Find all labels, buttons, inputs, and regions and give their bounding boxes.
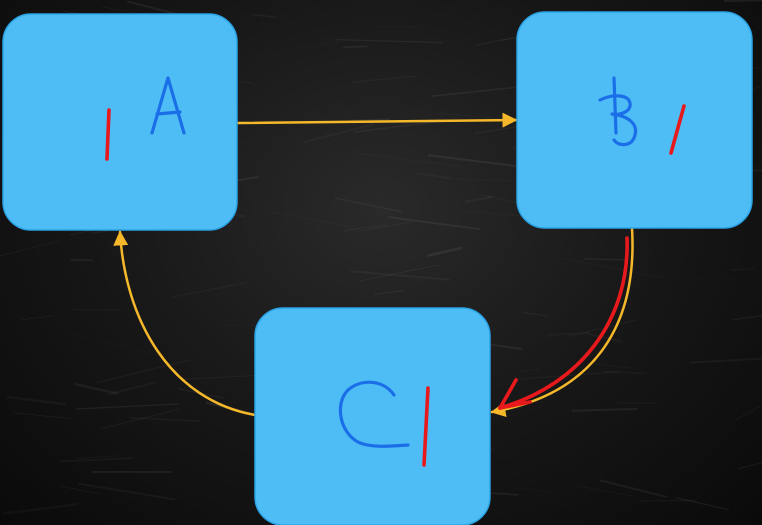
chalk-streak [343, 224, 387, 232]
node-c-box [254, 307, 491, 525]
chalk-streak [334, 197, 403, 213]
node-a-box [2, 13, 238, 231]
chalk-streak [96, 359, 192, 383]
chalk-streak [251, 13, 278, 19]
node-c: C 1 [254, 307, 491, 525]
node-a-letter [150, 76, 186, 135]
chalk-streak [561, 257, 666, 279]
chalk-streak [737, 461, 762, 470]
chalk-streak [433, 112, 507, 120]
chalk-streak [723, 0, 762, 3]
chalk-streak [75, 403, 179, 410]
chalk-streak [70, 258, 94, 262]
edge-a-to-b [236, 112, 518, 128]
chalk-streak [354, 120, 444, 133]
chalk-streak [373, 289, 404, 296]
chalk-streak [388, 216, 480, 231]
chalk-streak [74, 382, 119, 395]
node-c-letter [338, 380, 410, 448]
chalk-streak [12, 412, 72, 419]
node-a-tally-mark [105, 108, 111, 161]
node-b-letter [598, 76, 638, 147]
chalk-streak [523, 311, 547, 317]
chalk-streak [427, 154, 521, 168]
chalk-streak [60, 485, 102, 495]
node-b-tally-mark [669, 104, 686, 155]
chalk-streak [182, 374, 260, 380]
edge-c-to-a [113, 230, 257, 417]
chalk-streak [675, 497, 729, 511]
chalk-streak [517, 371, 621, 380]
chalk-streak [0, 240, 60, 257]
edge-b-to-c-highlight [498, 236, 629, 410]
chalk-streak [21, 315, 54, 321]
chalk-streak [335, 38, 444, 44]
chalk-streak [359, 264, 439, 282]
node-b: B 1 [516, 11, 753, 229]
node-a: A 1 [2, 13, 238, 231]
node-c-tally-mark [422, 386, 430, 467]
chalk-streak [426, 246, 463, 257]
chalk-streak [571, 407, 638, 412]
chalk-streak [574, 485, 635, 497]
node-b-box [516, 11, 753, 229]
chalk-streak [599, 479, 668, 499]
chalk-streak [485, 342, 523, 351]
chalk-streak [584, 258, 626, 261]
chalk-streak [431, 85, 527, 97]
chalk-streak [490, 492, 519, 496]
chalk-streak [732, 314, 762, 321]
chalk-streak [343, 45, 368, 49]
